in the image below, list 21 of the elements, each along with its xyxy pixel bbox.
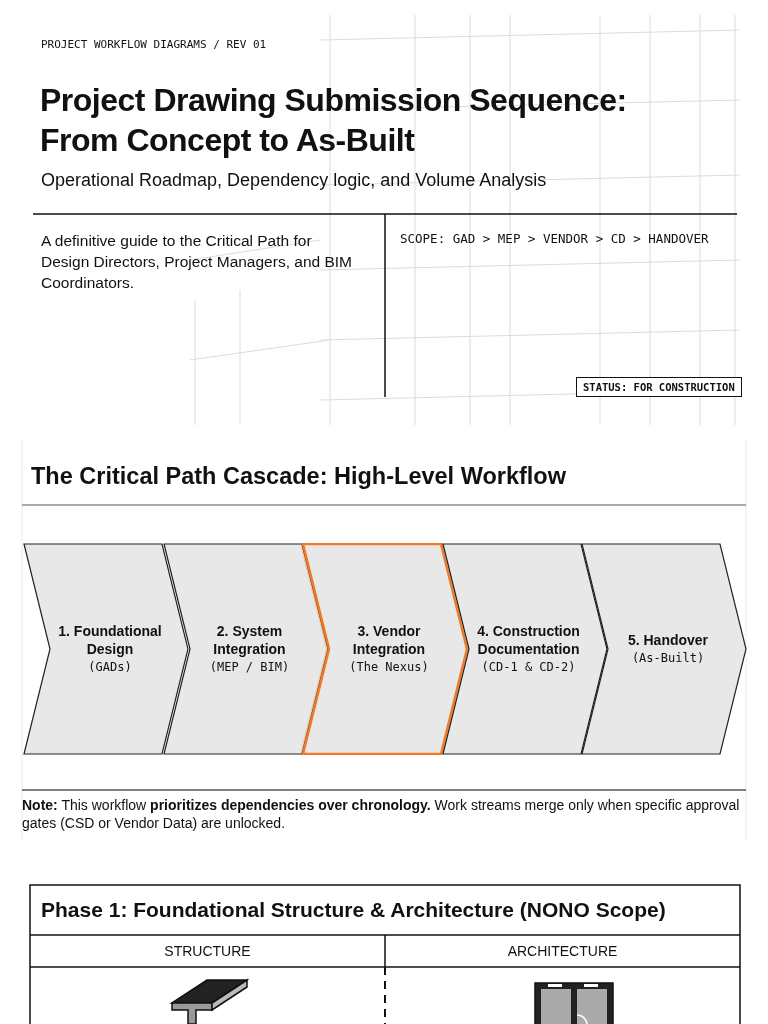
step-title: 3. Vendor Integration xyxy=(351,622,427,658)
scope-text: SCOPE: GAD > MEP > VENDOR > CD > HANDOVER xyxy=(400,231,709,246)
title: Project Drawing Submission Sequence: From Concept to As-Built xyxy=(40,81,628,160)
step-subtitle: (The Nexus) xyxy=(349,659,429,676)
step-title: 2. System Integration xyxy=(212,622,287,658)
table-heading: Phase 1: Foundational Structure & Architecture (NONO Scope) xyxy=(41,898,666,922)
column-header: STRUCTURE xyxy=(163,943,252,959)
step-subtitle: (As-Built) xyxy=(631,650,705,667)
step-title: 1. Foundational Design xyxy=(57,622,163,658)
section-heading: The Critical Path Cascade: High-Level Workflow xyxy=(31,463,566,490)
header-tag: PROJECT WORKFLOW DIAGRAMS / REV 01 xyxy=(41,38,267,51)
subtitle: Operational Roadmap, Dependency logic, and Volume Analysis xyxy=(41,170,547,191)
description-text: A definitive guide to the Critical Path for Design Directors, Project Managers, and BIM Coordinators. xyxy=(41,231,353,293)
step-subtitle: (GADs) xyxy=(88,659,132,676)
column-header: ARCHITECTURE xyxy=(506,943,619,959)
step-subtitle: (CD-1 & CD-2) xyxy=(481,659,576,676)
status-badge: STATUS: FOR CONSTRUCTION xyxy=(576,377,742,397)
step-title: 4. Construction Documentation xyxy=(476,622,581,658)
step-subtitle: (MEP / BIM) xyxy=(209,659,290,676)
step-title: 5. Handover xyxy=(627,631,709,649)
note-text: Note: This workflow prioritizes dependencies over chronology. Work streams merge only when specific approval gates (CSD or Vendor Data) are unlocked. xyxy=(22,796,741,832)
